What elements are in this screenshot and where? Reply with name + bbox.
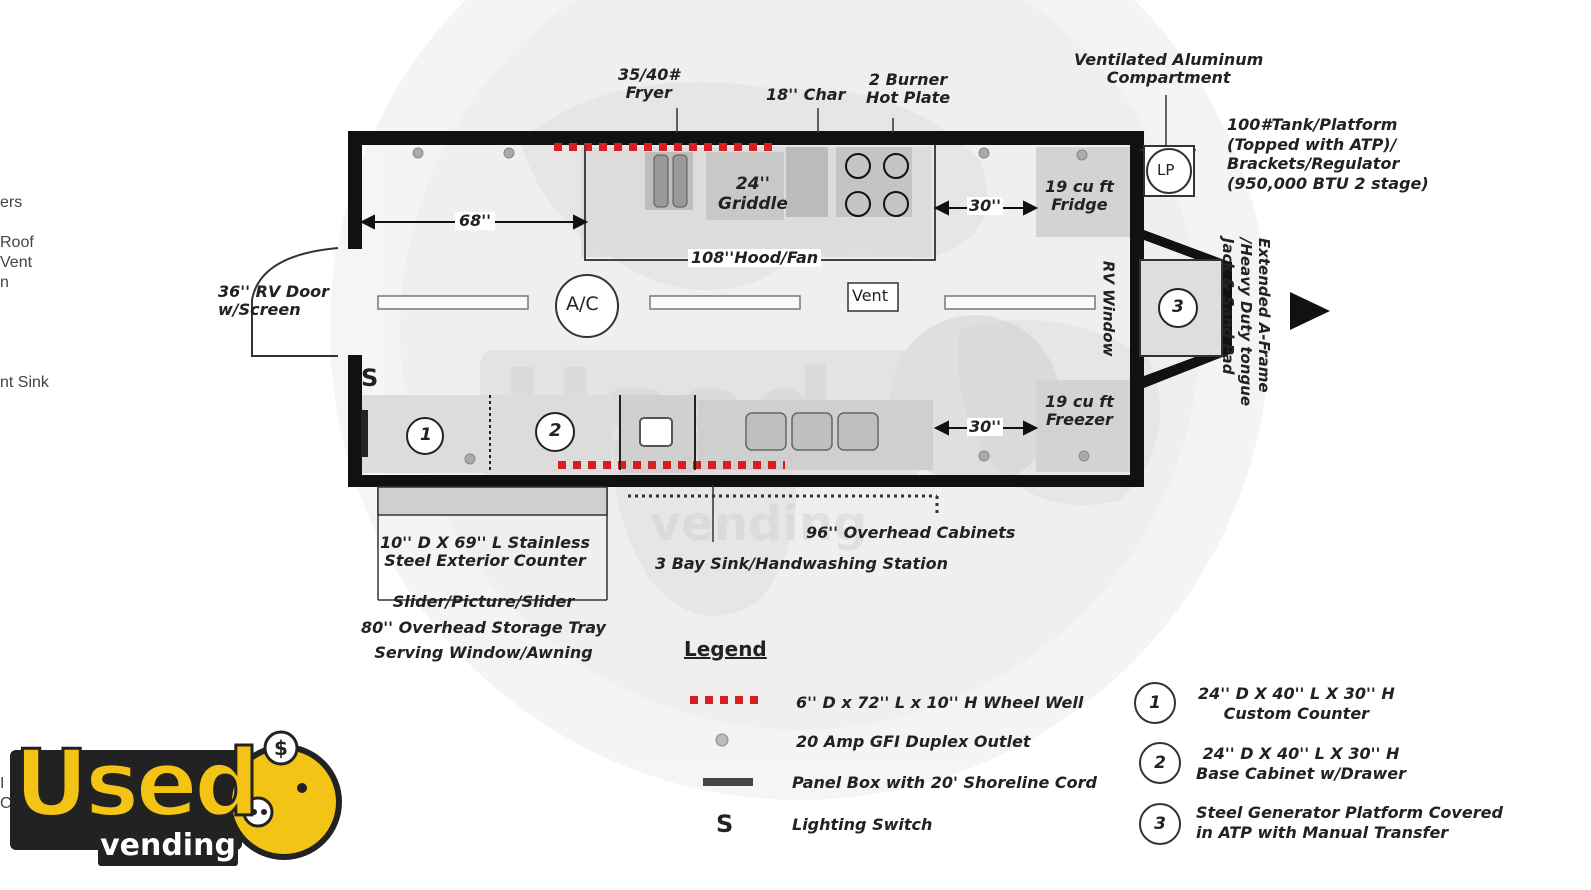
fryer-label: 35/40#Fryer [618,65,680,103]
handwash-sink [639,417,673,447]
legend-number-2: 2 [1139,742,1181,784]
lp-tank [1146,148,1192,194]
counter-2-number: 2 [549,420,562,441]
legend-switch-symbol: S [716,810,734,838]
edge-fragment: ers [0,194,23,211]
wheel-well [554,143,785,469]
logo-sub-text: vending [98,826,238,866]
char-label: 18'' Char [766,85,846,104]
panel-box [361,410,368,457]
trailer-walls [348,131,1144,487]
legend-panel-text: Panel Box with 20' Shoreline Cord [792,773,1097,792]
dollar-icon: $ [274,736,288,760]
ac-label: A/C [566,293,599,315]
counter-2-marker [535,412,575,452]
used-vending-logo: $ [10,730,342,860]
svg-text:vending: vending [650,496,867,552]
generator-number: 3 [1172,297,1184,317]
ceiling-lights [377,295,1096,310]
gfi-outlets [412,147,1090,465]
generator-marker [1158,288,1198,328]
edge-fragment: Vent [0,254,33,271]
lighting-switch-label: S [361,364,379,392]
three-bay-sink [745,412,879,451]
edge-fragment: C [0,795,12,812]
edge-fragment: n [0,274,9,291]
legend-switch-text: Lighting Switch [792,815,933,834]
rv-window-label: RV Window [1099,260,1118,357]
legend-outlet-text: 20 Amp GFI Duplex Outlet [796,732,1031,751]
exterior-counter [377,486,608,516]
fryer-baskets [653,154,688,208]
legend-title: Legend [684,637,767,661]
hood-label: 108''Hood/Fan [688,248,822,268]
legend-wheel-well-text: 6'' D x 72'' L x 10'' H Wheel Well [796,693,1084,712]
sink-label: 3 Bay Sink/Handwashing Station [655,554,948,573]
legend-panel-symbol [703,778,753,786]
ac-unit [555,274,619,338]
roof-vent [847,282,899,312]
edge-fragment: I [0,775,5,792]
counter-1-marker [406,417,444,455]
rv-door-swing [251,247,339,357]
legend-number-1: 1 [1134,682,1176,724]
overhead-cabinets-label: 96'' Overhead Cabinets [806,523,1016,542]
lp-label: LP [1157,161,1175,179]
dim-30-bottom-label: 30'' [967,417,1004,437]
legend-outlet-symbol [715,733,729,747]
edge-fragment: Roof [0,234,34,251]
edge-fragment: nt Sink [0,374,49,391]
legend-number-3: 3 [1139,803,1181,845]
counter-dividers [489,395,696,470]
griddle-label: 24''Griddle [718,174,788,214]
logo-main-text: Used [13,730,262,837]
counter-1-number: 1 [420,425,432,445]
hot-plate-burners [845,153,909,217]
tank-label: 100#Tank/Platform(Topped with ATP)/Brack… [1227,115,1429,193]
dim-30-top-label: 30'' [967,196,1004,216]
vent-label: Vent [852,286,888,305]
dim-68-label: 68'' [455,211,496,231]
